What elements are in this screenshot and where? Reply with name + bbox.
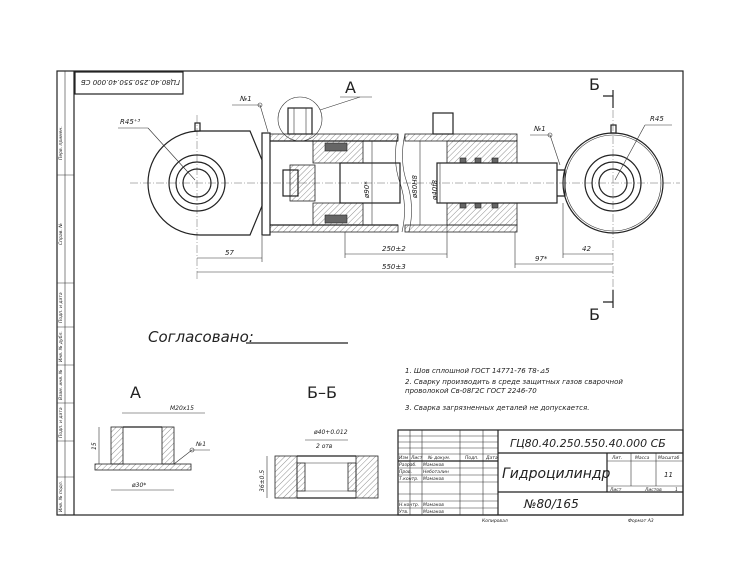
dim-550: 550±3 [382,263,406,271]
dim-250: 250±2 [382,245,406,253]
drawing-number: №80/165 [523,497,579,511]
strip-label: Взам. инв. № [58,369,64,400]
view-a-label: А [345,78,356,97]
mass-label: Масса [635,455,650,461]
section-bb-holes: 2 отв [316,443,333,450]
dim-57: 57 [225,249,234,257]
mass-value: 11 [664,471,673,479]
role: Пров. [399,469,412,475]
strip-label: Справ. № [58,223,64,245]
title-block-grid [398,435,498,509]
role: Утв. [399,509,408,515]
person: Мамаков [423,476,444,482]
role: Разраб. [399,462,417,468]
section-bb-width: 36±0.5 [259,470,266,492]
role: Н.контр. [399,502,419,508]
person: Мамаков [423,462,444,468]
header-izm: Изм [399,455,409,461]
dim-42: 42 [582,245,591,253]
dim-97: 97* [535,255,548,263]
radius-right: R45 [650,115,664,123]
cylinder-main-view: А №1 №1 R45⁺³ R45 ø90* ø80H8 ø40f8 Б Б 5… [118,75,680,324]
section-bb: Б–Б ø40+0.012 2 отв 36±0.5 [259,383,379,499]
section-mark-bottom: Б [589,305,600,324]
dia-rod: ø40f8 [431,179,439,201]
person: Мамаков [423,502,444,508]
weld-mark-left: №1 [239,95,252,103]
header-doc: № докум. [427,455,450,461]
approval-label: Согласовано: [148,328,254,346]
title-block: Изм Лист № докум. Подп. Дата Разраб. Мам… [397,429,684,524]
person: Неботалин [423,469,449,475]
sheets-label: Листов [644,487,662,493]
detail-a-dia: ø30* [131,482,146,489]
stamp-text: ГЦ80.40.250.550.40.000 СБ [81,78,180,86]
header-sign: Подп. [465,455,479,461]
drawing-name: Гидроцилиндр [502,466,611,482]
person: Мамаков [423,509,444,515]
note: 2. Сварку производить в среде защитных г… [405,378,623,386]
strip-label: Инв. № дубл. [58,331,64,362]
technical-notes: 1. Шов сплошной ГОСТ 14771-76 Т8-⊿5 2. С… [405,367,623,412]
role: Т.контр. [399,476,419,482]
scale-label: Масштаб [658,455,680,461]
header-date: Дата [485,455,498,461]
designation: ГЦ80.40.250.550.40.000 СБ [510,437,666,450]
strip-label: Инв. № подл. [58,481,64,512]
sheets-value: 1 [675,487,678,493]
section-mark-top: Б [589,75,600,94]
detail-a-weld: №1 [195,441,206,448]
detail-a-height: 15 [91,442,98,450]
strip-label: Подп. и дата [58,292,64,323]
lit-label: Лит. [611,455,622,461]
note: 3. Сварка загрязненных деталей не допуск… [405,404,589,412]
section-bb-title: Б–Б [307,383,337,402]
header-list: Лист [410,455,423,461]
side-strip-labels: Перв. примен. Справ. № Подп. и дата Инв.… [58,126,64,512]
sheet-label: Лист [609,487,622,493]
note: проволокой Св-08Г2С ГОСТ 2246-70 [405,387,537,395]
weld-mark-right: №1 [533,125,546,133]
detail-a: А M20x15 15 ø30* №1 [91,383,210,491]
format-label: Формат А3 [628,518,654,524]
strip-label: Перв. примен. [58,126,64,160]
copied-label: Копировал [482,518,508,524]
strip-label: Подп. и дата [58,407,64,438]
dia-bore: ø80H8 [411,175,419,199]
radius-left: R45⁺³ [120,118,140,126]
detail-a-thread: M20x15 [170,405,194,412]
drawing-frame [56,70,684,516]
dimensions: 57 250±2 550±3 97* 42 [197,203,613,273]
section-bb-dia: ø40+0.012 [313,429,348,436]
note: 1. Шов сплошной ГОСТ 14771-76 Т8-⊿5 [405,367,550,375]
detail-a-title: А [130,383,141,402]
dia-piston: ø90* [363,181,371,199]
rotated-stamp: ГЦ80.40.250.550.40.000 СБ [74,71,184,95]
